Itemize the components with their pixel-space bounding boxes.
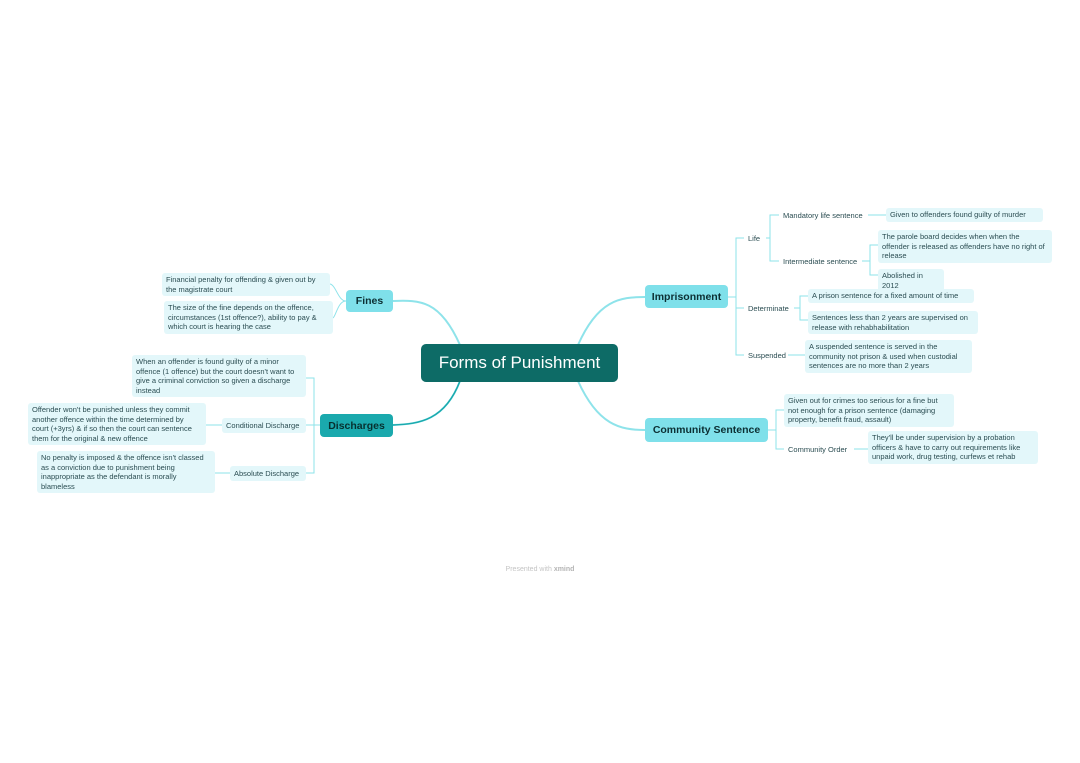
intermediate-note-1[interactable]: The parole board decides when when the o… [878, 230, 1052, 263]
conditional-discharge-note[interactable]: Offender won't be punished unless they c… [28, 403, 206, 445]
suspended[interactable]: Suspended [748, 350, 786, 360]
mandatory-life-sentence[interactable]: Mandatory life sentence [783, 210, 863, 220]
mandatory-life-note[interactable]: Given to offenders found guilty of murde… [886, 208, 1043, 222]
branch-imprisonment[interactable]: Imprisonment [645, 285, 728, 308]
fines-note-2[interactable]: The size of the fine depends on the offe… [164, 301, 333, 334]
absolute-discharge[interactable]: Absolute Discharge [230, 466, 306, 481]
footer-prefix: Presented with [505, 566, 552, 573]
branch-discharges[interactable]: Discharges [320, 414, 393, 437]
central-topic[interactable]: Forms of Punishment [421, 344, 618, 382]
intermediate-note-2[interactable]: Abolished in 2012 [878, 269, 944, 292]
determinate-note-2[interactable]: Sentences less than 2 years are supervis… [808, 311, 978, 334]
absolute-discharge-note[interactable]: No penalty is imposed & the offence isn'… [37, 451, 215, 493]
community-order-note[interactable]: They'll be under supervision by a probat… [868, 431, 1038, 464]
branch-community-sentence[interactable]: Community Sentence [645, 418, 768, 442]
determinate-note-1[interactable]: A prison sentence for a fixed amount of … [808, 289, 974, 303]
community-note[interactable]: Given out for crimes too serious for a f… [784, 394, 954, 427]
xmind-brand[interactable]: xmind [553, 566, 575, 573]
determinate[interactable]: Determinate [748, 303, 789, 313]
fines-note-1[interactable]: Financial penalty for offending & given … [162, 273, 330, 296]
life[interactable]: Life [748, 233, 761, 243]
discharges-note[interactable]: When an offender is found guilty of a mi… [132, 355, 306, 397]
branch-fines[interactable]: Fines [346, 290, 393, 312]
conditional-discharge[interactable]: Conditional Discharge [222, 418, 306, 433]
community-order[interactable]: Community Order [788, 444, 848, 454]
intermediate-sentence[interactable]: Intermediate sentence [783, 256, 858, 266]
suspended-note[interactable]: A suspended sentence is served in the co… [805, 340, 972, 373]
footer-credit: Presented with xmind [0, 566, 1080, 573]
